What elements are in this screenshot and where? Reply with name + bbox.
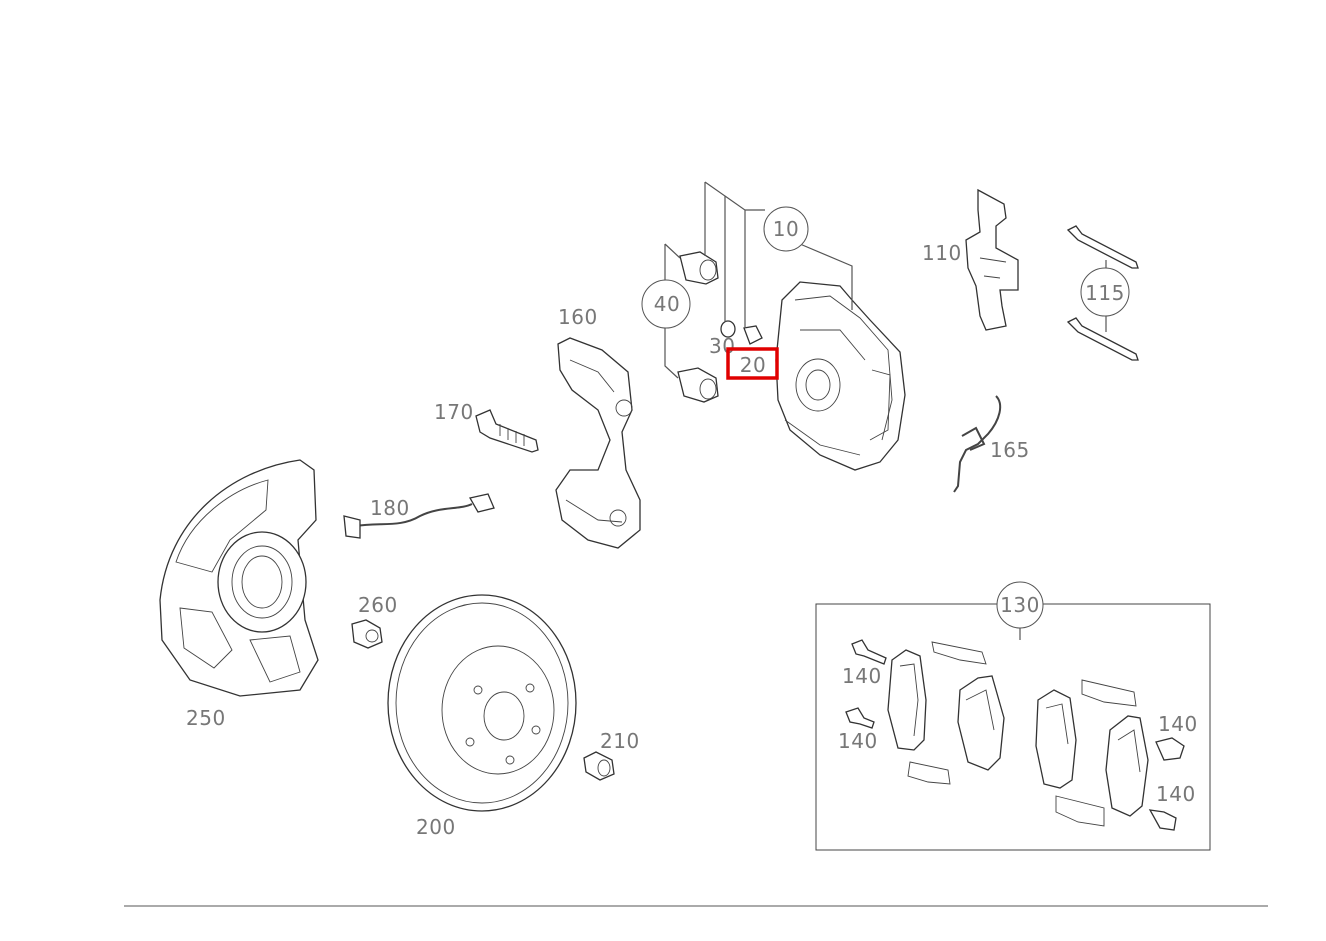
label-250[interactable]: 250 bbox=[186, 706, 226, 730]
pad-clips bbox=[907, 641, 1137, 827]
bleed-screw-part[interactable] bbox=[743, 325, 763, 345]
label-10[interactable]: 10 bbox=[773, 217, 799, 241]
label-140-d[interactable]: 140 bbox=[1156, 782, 1196, 806]
brake-pad-4[interactable] bbox=[1105, 715, 1149, 817]
retaining-spring-part[interactable] bbox=[965, 188, 1019, 331]
bolt-part-170[interactable] bbox=[475, 409, 539, 453]
label-20[interactable]: 20 bbox=[740, 353, 766, 377]
label-140-c[interactable]: 140 bbox=[1158, 712, 1198, 736]
screw-part-260[interactable] bbox=[351, 619, 383, 649]
splash-shield-part[interactable] bbox=[159, 459, 319, 697]
brake-pad-set-box bbox=[815, 603, 1211, 851]
callout-circle-115 bbox=[1080, 267, 1130, 317]
label-200[interactable]: 200 bbox=[416, 815, 456, 839]
bolt-140-b[interactable] bbox=[845, 707, 875, 729]
label-140-b[interactable]: 140 bbox=[838, 729, 878, 753]
bolt-140-a[interactable] bbox=[851, 639, 887, 665]
brake-pad-2[interactable] bbox=[957, 675, 1005, 771]
label-260[interactable]: 260 bbox=[358, 593, 398, 617]
brake-pad-1[interactable] bbox=[887, 649, 927, 751]
label-115[interactable]: 115 bbox=[1085, 281, 1125, 305]
label-165[interactable]: 165 bbox=[990, 438, 1030, 462]
caliper-part[interactable] bbox=[775, 281, 906, 471]
label-170[interactable]: 170 bbox=[434, 400, 474, 424]
callout-circle-10 bbox=[763, 206, 809, 252]
piston-seal-part-lower[interactable] bbox=[677, 367, 719, 403]
bleed-cap-part[interactable] bbox=[720, 320, 736, 338]
bolt-140-c[interactable] bbox=[1155, 737, 1185, 761]
highlight-box-20 bbox=[726, 347, 779, 380]
nut-part-210[interactable] bbox=[583, 751, 615, 781]
callout-circle-130 bbox=[996, 581, 1044, 629]
bolt-140-d[interactable] bbox=[1148, 809, 1177, 831]
brake-disc-part[interactable] bbox=[387, 594, 577, 812]
caliper-carrier-part[interactable] bbox=[555, 337, 641, 549]
label-160[interactable]: 160 bbox=[558, 305, 598, 329]
guide-pins-part[interactable] bbox=[1066, 225, 1139, 361]
brake-pad-3[interactable] bbox=[1035, 689, 1077, 789]
spring-wire-part[interactable] bbox=[953, 395, 1002, 493]
piston-seal-part-upper[interactable] bbox=[679, 251, 719, 285]
label-110[interactable]: 110 bbox=[922, 241, 962, 265]
label-40[interactable]: 40 bbox=[654, 292, 680, 316]
label-140-a[interactable]: 140 bbox=[842, 664, 882, 688]
label-180[interactable]: 180 bbox=[370, 496, 410, 520]
wear-sensor-part[interactable] bbox=[343, 493, 495, 539]
label-130[interactable]: 130 bbox=[1000, 593, 1040, 617]
label-30[interactable]: 30 bbox=[709, 334, 735, 358]
callout-circle-40 bbox=[641, 279, 691, 329]
label-210[interactable]: 210 bbox=[600, 729, 640, 753]
